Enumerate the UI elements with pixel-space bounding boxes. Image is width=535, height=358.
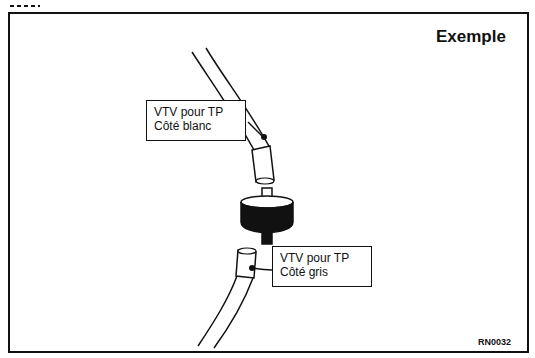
valve-body [241, 202, 293, 233]
hose-lower [198, 276, 237, 346]
hose-lower [214, 278, 253, 348]
tag-wire [249, 265, 255, 271]
hose-end [256, 178, 274, 184]
diagram-title: Exemple [436, 27, 506, 47]
scan-mark [10, 5, 40, 7]
frame [9, 13, 528, 352]
tag-label: VTV pour TP Côté blanc [146, 100, 246, 141]
tag-text: VTV pour TP Côté blanc [154, 105, 236, 134]
tag-label: VTV pour TP Côté gris [272, 246, 372, 287]
figure-code: RN0032 [478, 337, 511, 347]
tag-text: VTV pour TP Côté gris [280, 251, 362, 280]
tag-wire [248, 122, 262, 136]
hose-end [252, 146, 274, 182]
tag-wire [252, 268, 272, 270]
hose-end [238, 248, 256, 254]
valve-nipple [262, 232, 272, 244]
tag-wire [261, 134, 267, 140]
